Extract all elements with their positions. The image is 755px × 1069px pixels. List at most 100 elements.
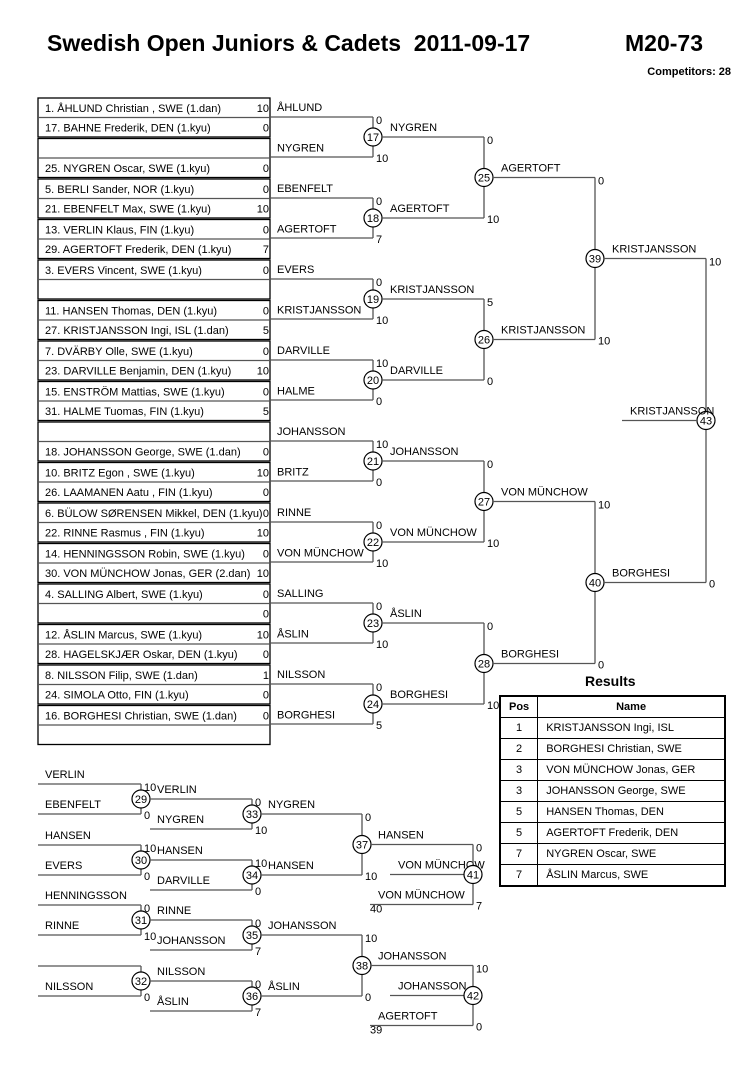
entry-score: 0 xyxy=(263,508,269,520)
score-top: 0 xyxy=(365,812,371,824)
bronze-label: JOHANSSON xyxy=(398,981,467,993)
score-top: 0 xyxy=(487,621,493,633)
entry-score: 5 xyxy=(263,406,269,418)
match-number: 40 xyxy=(589,578,601,590)
entry-score: 0 xyxy=(263,447,269,459)
repechage-label: JOHANSSON xyxy=(268,920,337,932)
score-bottom: 10 xyxy=(598,336,610,348)
result-name: HANSEN Thomas, DEN xyxy=(537,801,726,823)
result-name: BORGHESI Christian, SWE xyxy=(537,738,726,760)
match-number: 27 xyxy=(478,497,490,509)
score-top: 0 xyxy=(255,979,261,991)
score-bottom: 10 xyxy=(376,639,388,651)
round4-label: KRISTJANSSON xyxy=(612,244,696,256)
score-bottom: 10 xyxy=(487,700,499,712)
entry-score: 5 xyxy=(263,325,269,337)
final-winner-label: KRISTJANSSON xyxy=(630,406,714,418)
round2-label: BORGHESI xyxy=(390,689,448,701)
entry-score: 10 xyxy=(257,468,269,480)
match-circle xyxy=(463,864,483,885)
score-top: 0 xyxy=(376,196,382,208)
entry-name: 23. DARVILLE Benjamin, DEN (1.kyu) xyxy=(45,366,231,378)
repechage-label: EBENFELT xyxy=(45,799,101,811)
repechage-label: EVERS xyxy=(45,860,82,872)
round1-winner-label: VON MÜNCHOW xyxy=(277,548,364,560)
entry-score: 0 xyxy=(263,184,269,196)
match-number: 31 xyxy=(135,915,147,927)
entry-name: 21. EBENFELT Max, SWE (1.kyu) xyxy=(45,204,211,216)
repechage-label: NYGREN xyxy=(157,814,204,826)
match-number: 36 xyxy=(246,991,258,1003)
score-top: 10 xyxy=(598,500,610,512)
score-bottom: 0 xyxy=(709,579,715,591)
score-top: 10 xyxy=(255,858,267,870)
round1-winner-label: JOHANSSON xyxy=(277,426,346,438)
score-top: 0 xyxy=(598,176,604,188)
score-top: 0 xyxy=(487,459,493,471)
score-top: 0 xyxy=(476,843,482,855)
round2-label: AGERTOFT xyxy=(390,203,450,215)
entry-name: 29. AGERTOFT Frederik, DEN (1.kyu) xyxy=(45,244,231,256)
match-number: 41 xyxy=(467,870,479,882)
entry-name: 22. RINNE Rasmus , FIN (1.kyu) xyxy=(45,528,205,540)
score-bottom: 10 xyxy=(376,558,388,570)
round2-label: DARVILLE xyxy=(390,365,443,377)
round1-winner-label: KRISTJANSSON xyxy=(277,305,361,317)
match-number: 22 xyxy=(367,537,379,549)
score-top: 0 xyxy=(376,601,382,613)
score-bottom: 0 xyxy=(255,886,261,898)
score-top: 10 xyxy=(376,358,388,370)
result-name: NYGREN Oscar, SWE xyxy=(537,843,726,865)
result-pos: 7 xyxy=(499,864,539,887)
entry-score: 0 xyxy=(263,711,269,723)
entry-name: 18. JOHANSSON George, SWE (1.dan) xyxy=(45,447,241,459)
repechage-label: HANSEN xyxy=(268,860,314,872)
results-title: Results xyxy=(585,673,636,689)
score-bottom: 0 xyxy=(476,1022,482,1034)
entry-score: 1 xyxy=(263,670,269,682)
score-top: 0 xyxy=(487,135,493,147)
entry-name: 12. ÅSLIN Marcus, SWE (1.kyu) xyxy=(45,629,202,642)
entry-score: 10 xyxy=(257,630,269,642)
entry-score: 0 xyxy=(263,225,269,237)
round3-label: AGERTOFT xyxy=(501,163,561,175)
repechage-label: JOHANSSON xyxy=(157,935,226,947)
entry-score: 0 xyxy=(263,265,269,277)
round1-winner-label: BRITZ xyxy=(277,467,309,479)
score-bottom: 7 xyxy=(476,901,482,913)
match-number: 20 xyxy=(367,375,379,387)
repechage-label: HANSEN xyxy=(45,830,91,842)
result-name: KRISTJANSSON Ingi, ISL xyxy=(537,717,726,739)
score-top: 0 xyxy=(376,277,382,289)
match-number: 23 xyxy=(367,618,379,630)
result-pos: 3 xyxy=(499,759,539,781)
bronze-label: VON MÜNCHOW xyxy=(398,860,485,872)
round1-winner-label: HALME xyxy=(277,386,315,398)
score-bottom: 10 xyxy=(376,315,388,327)
entry-score: 10 xyxy=(257,103,269,115)
repechage-label: NYGREN xyxy=(268,799,315,811)
entry-name: 26. LAAMANEN Aatu , FIN (1.kyu) xyxy=(45,487,213,499)
score-top: 10 xyxy=(476,964,488,976)
repechage-label: HENNINGSSON xyxy=(45,890,127,902)
score-bottom: 10 xyxy=(487,214,499,226)
round1-winner-label: BORGHESI xyxy=(277,710,335,722)
entry-score: 10 xyxy=(257,204,269,216)
result-name: JOHANSSON George, SWE xyxy=(537,780,726,802)
entry-name: 27. KRISTJANSSON Ingi, ISL (1.dan) xyxy=(45,325,229,337)
entry-name: 10. BRITZ Egon , SWE (1.kyu) xyxy=(45,468,195,480)
result-name: AGERTOFT Frederik, DEN xyxy=(537,822,726,844)
bronze-label: JOHANSSON xyxy=(378,951,447,963)
entry-score: 7 xyxy=(263,244,269,256)
entry-score: 0 xyxy=(263,549,269,561)
repechage-label: VERLIN xyxy=(157,784,197,796)
score-bottom: 0 xyxy=(376,396,382,408)
score-top: 10 xyxy=(144,782,156,794)
match-number: 35 xyxy=(246,930,258,942)
